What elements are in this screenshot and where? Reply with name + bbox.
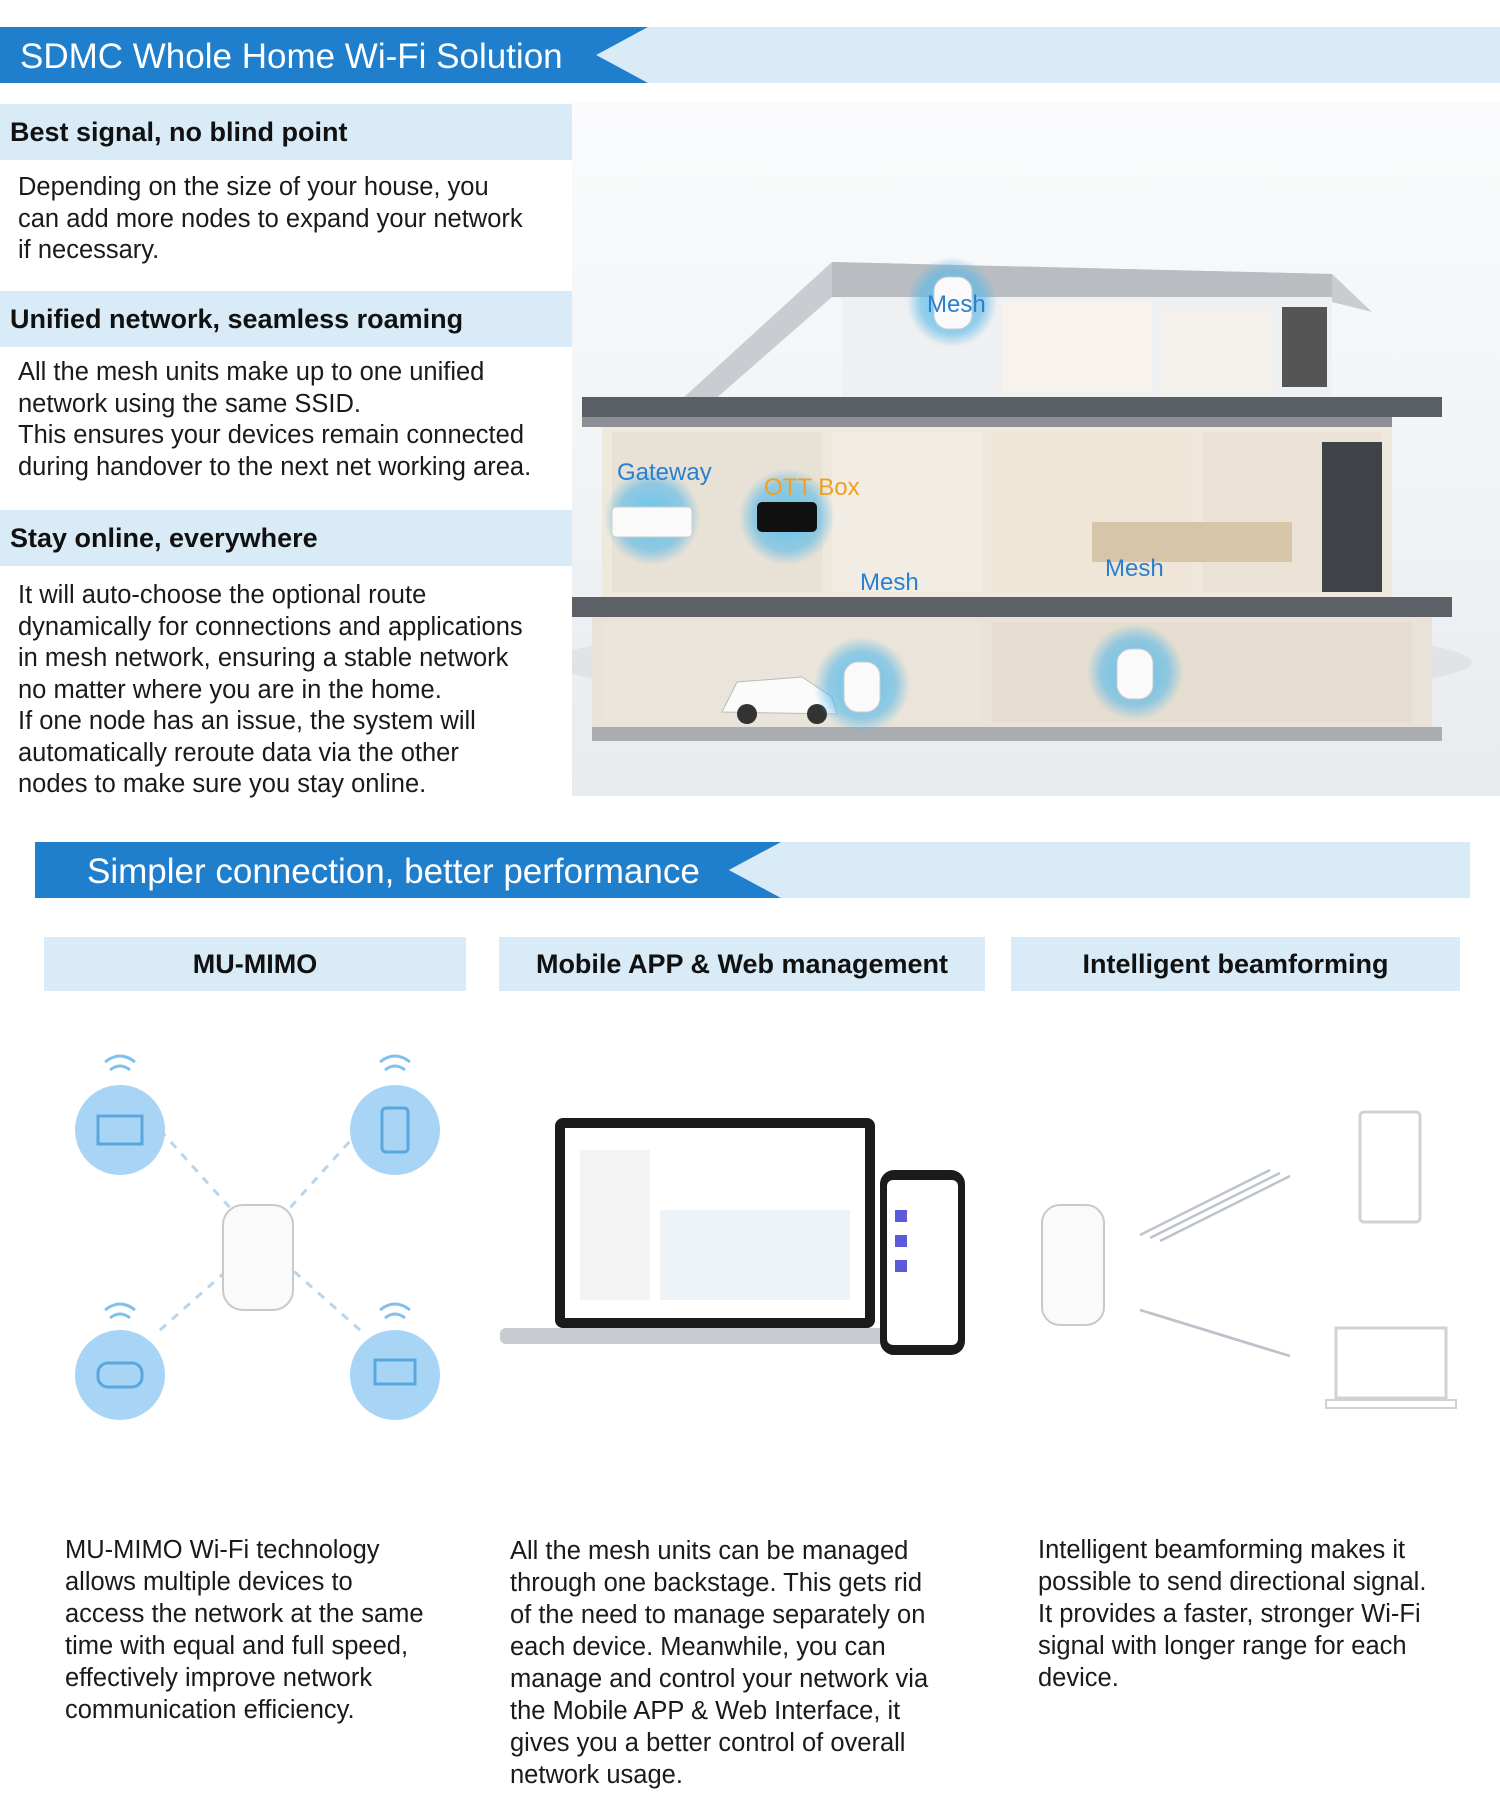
car-icon — [721, 676, 838, 724]
text-line: access the network at the same — [65, 1600, 424, 1628]
text-line: network using the same SSID. — [18, 389, 361, 418]
mesh-router-icon — [222, 1204, 294, 1311]
device-phone-icon — [350, 1085, 440, 1175]
app-illustration — [500, 1110, 980, 1370]
text-line: can add more nodes to expand your networ… — [18, 204, 523, 233]
section-banner-performance: Simpler connection, better performance — [35, 842, 1470, 898]
text-line: All the mesh units make up to one unifie… — [18, 358, 485, 386]
laptop-phone-image — [500, 1118, 965, 1355]
text-line: signal with longer range for each — [1038, 1632, 1407, 1660]
feature-text-signal: Depending on the size of your house, you… — [18, 172, 558, 267]
gateway-router-icon — [611, 506, 693, 538]
mesh-node-icon — [843, 661, 881, 713]
column-heading-mumimo: MU-MIMO — [44, 937, 466, 991]
device-monitor-icon — [75, 1085, 165, 1175]
label-mesh-top: Mesh — [927, 291, 986, 318]
column-heading-app: Mobile APP & Web management — [499, 937, 985, 991]
feature-text-roaming: All the mesh units make up to one unifie… — [18, 357, 558, 483]
column-text-beamforming: Intelligent beamforming makes it possibl… — [1038, 1534, 1478, 1694]
text-line: gives you a better control of overall — [510, 1729, 906, 1757]
feature-heading-roaming: Unified network, seamless roaming — [0, 291, 572, 347]
text-line: effectively improve network — [65, 1664, 373, 1692]
mumimo-illustration — [60, 1030, 460, 1430]
label-mesh-garage: Mesh — [860, 569, 919, 596]
mesh-router-icon — [1041, 1204, 1105, 1326]
phone-outline-icon — [1358, 1110, 1422, 1224]
wifi-signal-icon — [104, 1054, 411, 1320]
feature-text-online: It will auto-choose the optional route d… — [18, 580, 558, 801]
text-line: possible to send directional signal. — [1038, 1568, 1427, 1596]
text-line: manage and control your network via — [510, 1665, 929, 1693]
text-line: communication efficiency. — [65, 1696, 355, 1724]
beamforming-diagram — [1041, 1110, 1457, 1409]
text-line: during handover to the next net working … — [18, 452, 532, 481]
section-banner-solution: SDMC Whole Home Wi-Fi Solution — [0, 27, 1500, 83]
ott-box-icon — [757, 502, 817, 532]
beamforming-illustration — [1030, 1100, 1460, 1430]
mumimo-diagram — [75, 1054, 440, 1420]
text-line: each device. Meanwhile, you can — [510, 1633, 886, 1661]
text-line: It will auto-choose the optional route — [18, 581, 427, 609]
mesh-node-icon — [1116, 648, 1154, 700]
text-line: dynamically for connections and applicat… — [18, 612, 523, 641]
column-heading-beamforming: Intelligent beamforming — [1011, 937, 1460, 991]
column-heading-text: Intelligent beamforming — [1082, 949, 1389, 979]
text-line: automatically reroute data via the other — [18, 738, 459, 767]
text-line: If one node has an issue, the system wil… — [18, 707, 476, 735]
text-line: Depending on the size of your house, you — [18, 173, 489, 201]
column-text-app: All the mesh units can be managed throug… — [510, 1535, 990, 1791]
text-line: of the need to manage separately on — [510, 1601, 926, 1629]
text-line: nodes to make sure you stay online. — [18, 770, 427, 798]
text-line: time with equal and full speed, — [65, 1632, 409, 1660]
label-gateway: Gateway — [617, 459, 712, 486]
text-line: Intelligent beamforming makes it — [1038, 1536, 1406, 1564]
text-line: device. — [1038, 1664, 1119, 1692]
column-text-mumimo: MU-MIMO Wi-Fi technology allows multiple… — [65, 1534, 465, 1726]
text-line: if necessary. — [18, 236, 160, 264]
device-laptop-icon — [350, 1330, 440, 1420]
label-ott-box: OTT Box — [764, 474, 860, 501]
signal-arrows-icon — [1139, 1168, 1291, 1358]
text-line: the Mobile APP & Web Interface, it — [510, 1697, 901, 1725]
mesh-node-icon — [933, 276, 973, 330]
text-line: All the mesh units can be managed — [510, 1537, 909, 1565]
text-line: in mesh network, ensuring a stable netwo… — [18, 644, 509, 672]
text-line: It provides a faster, stronger Wi-Fi — [1038, 1600, 1421, 1628]
feature-heading-signal: Best signal, no blind point — [0, 104, 572, 160]
feature-heading-text: Unified network, seamless roaming — [10, 304, 464, 334]
text-line: MU-MIMO Wi-Fi technology — [65, 1536, 380, 1564]
house-illustration: Mesh Gateway OTT Box Mesh Mesh — [552, 102, 1500, 796]
text-line: network usage. — [510, 1761, 683, 1789]
column-heading-text: MU-MIMO — [192, 949, 318, 979]
banner-title: SDMC Whole Home Wi-Fi Solution — [20, 37, 563, 76]
device-gamepad-icon — [75, 1330, 165, 1420]
text-line: through one backstage. This gets rid — [510, 1569, 923, 1597]
banner-blue-tab — [0, 27, 648, 83]
label-mesh-basement: Mesh — [1105, 555, 1164, 582]
text-line: no matter where you are in the home. — [18, 675, 442, 704]
text-line: allows multiple devices to — [65, 1568, 353, 1596]
feature-heading-text: Best signal, no blind point — [10, 117, 348, 147]
feature-heading-online: Stay online, everywhere — [0, 510, 572, 566]
banner-blue-tab — [35, 842, 781, 898]
feature-heading-text: Stay online, everywhere — [10, 523, 318, 553]
banner-title: Simpler connection, better performance — [87, 852, 700, 891]
house-cutaway-image: Mesh Gateway OTT Box Mesh Mesh — [552, 257, 1472, 741]
text-line: This ensures your devices remain connect… — [18, 421, 525, 449]
column-heading-text: Mobile APP & Web management — [535, 949, 949, 979]
laptop-outline-icon — [1334, 1326, 1448, 1400]
